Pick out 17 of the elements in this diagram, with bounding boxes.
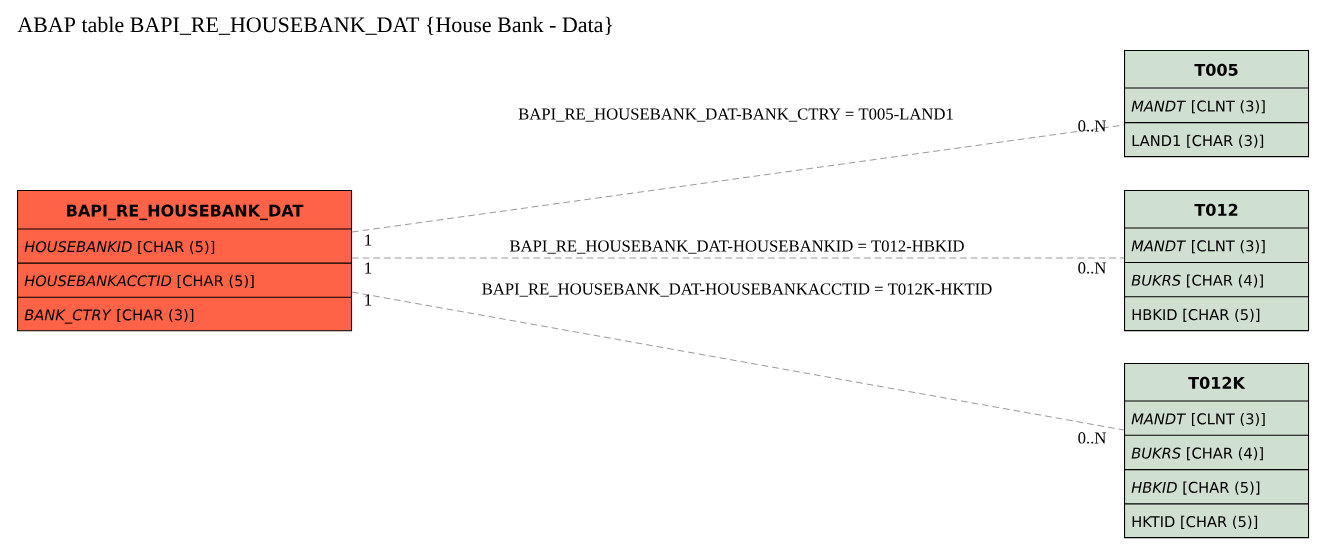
cardinality-label: 1 [365, 262, 372, 274]
cardinality-label: 0..N [1078, 432, 1106, 444]
cardinality-label: 0..N [1078, 262, 1106, 274]
edge-label: BAPI_RE_HOUSEBANK_DAT-HOUSEBANKACCTID = T012K-HKTID [480, 282, 994, 298]
connector-line [351, 124, 1125, 233]
table-box: BAPI_RE_HOUSEBANK_DAT HOUSEBANKID [CHAR (5)] HOUSEBANKACCTID [CHAR (5)] BANK_CTRY [CHAR (3)] [17, 190, 353, 332]
connector-line [351, 291, 1125, 431]
cardinality-label: 1 [365, 294, 372, 306]
table-box: T005 MANDT [CLNT (3)] LAND1 [CHAR (3)] [1124, 50, 1310, 158]
edge-label: BAPI_RE_HOUSEBANK_DAT-HOUSEBANKID = T012-HBKID [508, 239, 966, 255]
edge-label: BAPI_RE_HOUSEBANK_DAT-BANK_CTRY = T005-LAND1 [516, 107, 956, 123]
cardinality-label: 0..N [1078, 120, 1106, 132]
cardinality-label: 1 [365, 234, 372, 246]
table-box: T012K MANDT [CLNT (3)] BUKRS [CHAR (4)] HBKID [CHAR (5)] HKTID [CHAR (5)] [1124, 363, 1310, 539]
title: ABAP table BAPI_RE_HOUSEBANK_DAT {House Bank - Data} [17, 16, 612, 35]
table-box: T012 MANDT [CLNT (3)] BUKRS [CHAR (4)] HBKID [CHAR (5)] [1124, 190, 1310, 332]
connector-line [351, 257, 1125, 259]
